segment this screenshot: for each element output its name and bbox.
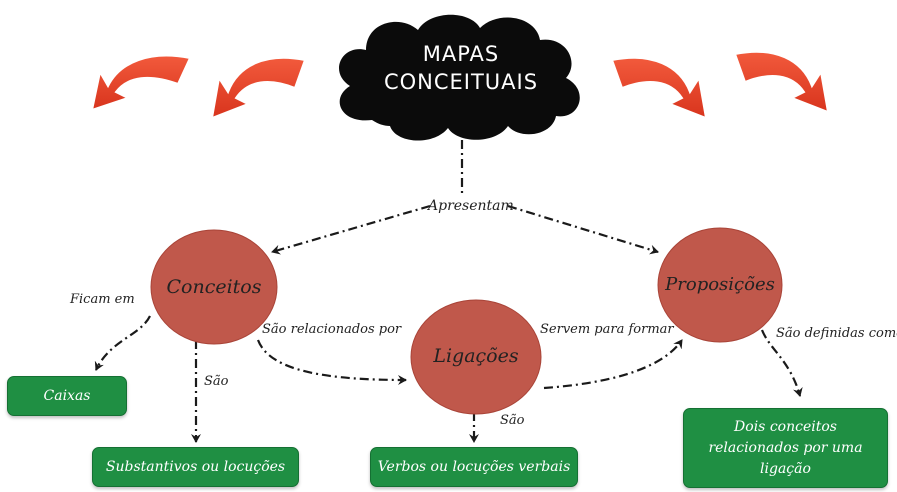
box-caixas: Caixas — [7, 376, 127, 416]
curved-arrow-icon — [610, 56, 708, 120]
label-sao-mid: São — [500, 413, 525, 428]
connectors — [94, 140, 803, 443]
label-ficam-em: Ficam em — [70, 292, 135, 307]
map-title-line1: MAPAS — [422, 42, 500, 66]
connector-to-ligacoes — [256, 339, 407, 385]
node-conceitos — [150, 229, 278, 345]
node-label-conceitos: Conceitos — [166, 276, 262, 298]
label-apresentam: Apresentam — [428, 198, 514, 214]
node-proposicoes — [657, 227, 783, 343]
box-verbos: Verbos ou locuções verbais — [370, 447, 578, 487]
box-dois-conceitos: Dois conceitos relacionados por uma liga… — [683, 408, 888, 488]
box-substantivos: Substantivos ou locuções — [92, 447, 299, 487]
node-ligacoes — [410, 299, 542, 415]
map-title: MAPAS CONCEITUAIS — [366, 40, 556, 96]
connector-to-conceitos — [271, 204, 431, 255]
title-cloud — [339, 14, 580, 141]
label-sao-left: São — [204, 374, 229, 389]
node-label-proposicoes: Proposições — [665, 274, 775, 295]
node-label-ligacoes: Ligações — [433, 345, 519, 367]
label-sao-relacionados-por: São relacionados por — [262, 322, 402, 337]
connector-to-proposicoes-2 — [543, 339, 683, 390]
label-sao-definidas-como: São definidas como — [776, 326, 897, 341]
curved-arrow-icon — [90, 54, 192, 112]
connector-to-proposicoes — [507, 204, 659, 255]
connector-to-dois-conceitos — [760, 329, 803, 397]
label-servem-para-formar: Servem para formar — [540, 322, 674, 337]
curved-arrow-icon — [210, 56, 307, 120]
connector-to-caixas — [94, 315, 151, 371]
map-title-line2: CONCEITUAIS — [383, 70, 539, 94]
curved-arrow-icon — [733, 50, 830, 114]
